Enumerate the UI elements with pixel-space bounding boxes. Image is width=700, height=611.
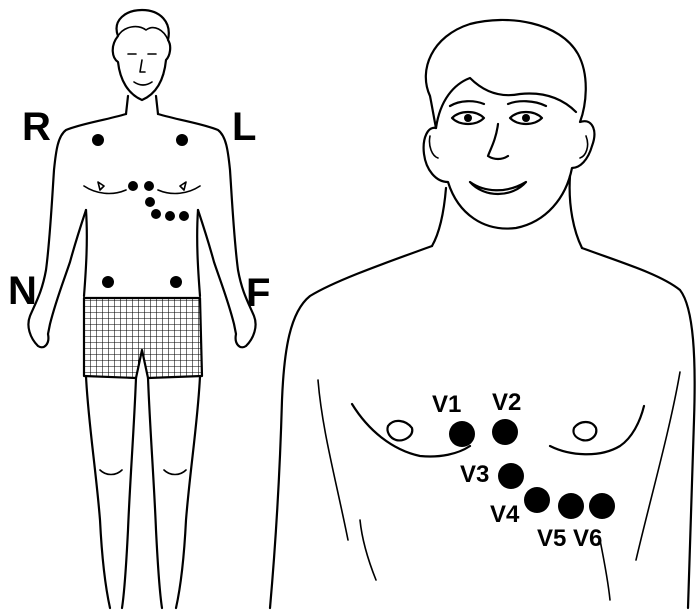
body-shorts [84, 298, 202, 378]
closeup-pupil-left [464, 114, 472, 122]
label-V5: V5 [537, 525, 566, 552]
small-chest-electrodes [128, 181, 189, 221]
body-legs [86, 376, 200, 608]
label-R: R [22, 105, 51, 149]
limb-electrodes [92, 134, 188, 288]
small-electrode-v3 [145, 197, 155, 207]
small-electrode-v6 [179, 211, 189, 221]
closeup-nipple-left [573, 422, 596, 440]
body-nipples [98, 182, 186, 190]
label-V2: V2 [492, 389, 521, 416]
electrode-R [92, 134, 104, 146]
label-F: F [246, 271, 270, 315]
closeup-head [424, 20, 595, 229]
torso-closeup-figure [270, 20, 695, 608]
full-body-figure [28, 10, 255, 608]
electrode-V5 [558, 493, 584, 519]
electrode-V4 [524, 487, 550, 513]
label-N: N [8, 269, 37, 313]
label-V6: V6 [573, 525, 602, 552]
label-L: L [232, 105, 256, 149]
small-electrode-v5 [165, 211, 175, 221]
electrode-N [102, 276, 114, 288]
label-V4: V4 [490, 501, 520, 528]
body-waist [84, 210, 200, 296]
small-electrode-v4 [151, 209, 161, 219]
small-electrode-v1 [128, 181, 138, 191]
electrode-L [176, 134, 188, 146]
label-V1: V1 [432, 391, 461, 418]
closeup-nipple-right [387, 421, 412, 440]
electrode-V3 [498, 463, 524, 489]
body-head [113, 10, 170, 100]
body-chest-line [84, 186, 200, 193]
closeup-pupil-right [522, 114, 530, 122]
electrode-V6 [589, 493, 615, 519]
label-V3: V3 [460, 461, 489, 488]
electrode-F [170, 276, 182, 288]
electrode-V1 [449, 421, 475, 447]
small-electrode-v2 [144, 181, 154, 191]
body-knees [100, 470, 186, 475]
electrode-V2 [492, 419, 518, 445]
closeup-torso [270, 246, 695, 608]
